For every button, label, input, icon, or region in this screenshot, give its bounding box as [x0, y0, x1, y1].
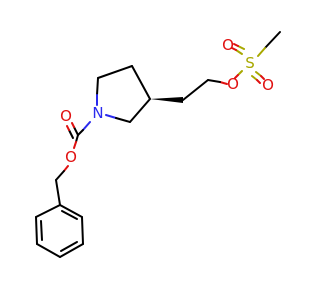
nitrogen-carbonyl-bond: [77, 121, 91, 136]
sulfonyl-double-bond-bottom: [251, 71, 265, 84]
stereo-wedge-bond: [150, 97, 183, 103]
benzyl-phenyl-bond: [55, 179, 61, 206]
carbonyl-double-bond: [66, 122, 79, 139]
sulfonyl-oxygen-label: O: [222, 36, 234, 54]
sulfonyl-double-bond-left: [231, 43, 245, 55]
ester-oxygen-benzyl-bond: [55, 165, 69, 181]
sulfur-atom-label: S: [245, 54, 255, 72]
sulfur-oxygen-bond: [234, 70, 243, 79]
ring-bond-n-c2: [105, 114, 131, 123]
ring-bond-c5-n: [96, 77, 99, 106]
link-oxygen-label: O: [227, 75, 239, 93]
methyl-sulfur-bond: [257, 31, 281, 57]
ring-bond-c4-c5: [97, 65, 133, 79]
phenyl-ring: [35, 204, 84, 258]
molecule-structure: S O O O N O O: [35, 31, 281, 258]
carbonyl-ester-oxygen-bond: [73, 134, 79, 149]
ring-bond-c2-c3: [129, 98, 151, 123]
ring-bond-c3-c4: [131, 65, 151, 100]
ethyl-bond-1: [182, 79, 209, 101]
carbonyl-oxygen-label: O: [60, 107, 72, 125]
ring-nitrogen-label: N: [92, 104, 103, 122]
sulfonyl-oxygen-label: O: [262, 76, 274, 94]
ester-oxygen-label: O: [65, 148, 77, 166]
oxygen-ethyl-bond: [207, 79, 228, 85]
